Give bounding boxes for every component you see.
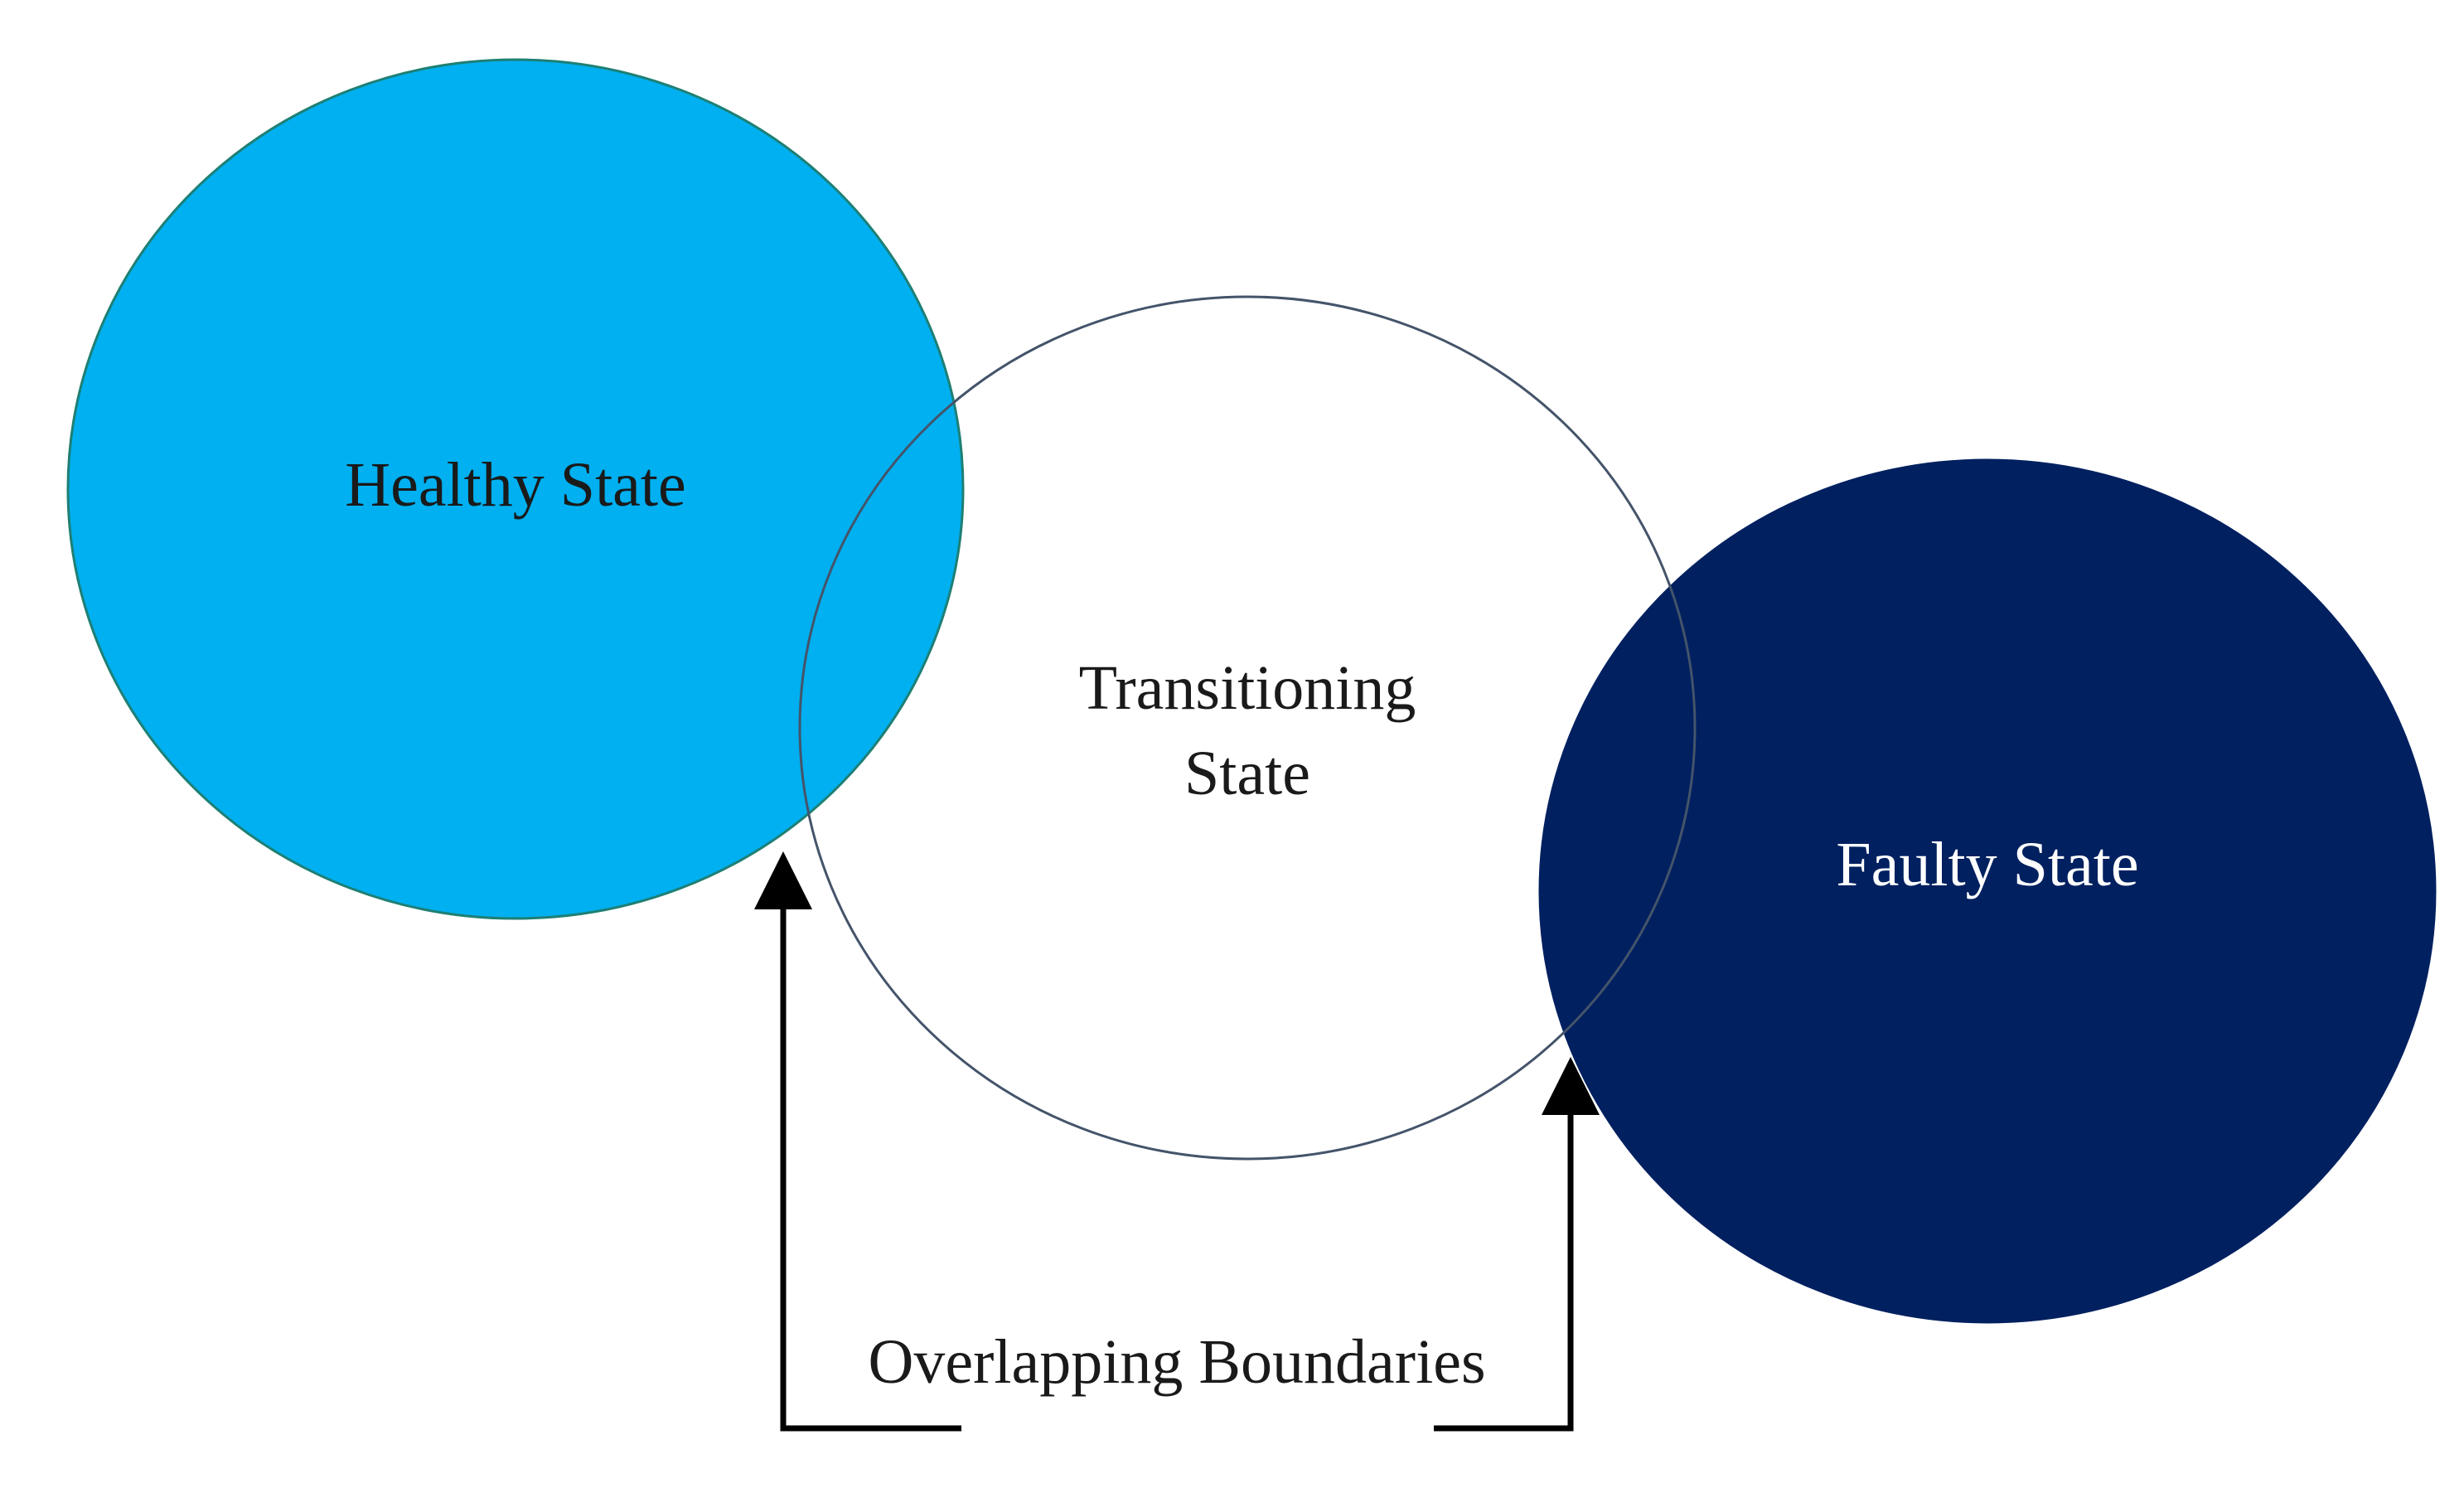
transitioning-state-circle (798, 295, 1697, 1161)
healthy-state-label: Healthy State (345, 450, 686, 520)
right-overlap-arrow (1434, 1057, 1600, 1432)
healthy-state-circle (66, 58, 965, 920)
overlapping-boundaries-label: Overlapping Boundaries (868, 1327, 1485, 1397)
overlap-annotation: Overlapping Boundaries (754, 851, 1600, 1432)
transitioning-state-label-line1: Transitioning (1079, 653, 1416, 723)
faulty-state-circle (1538, 458, 2437, 1324)
faulty-state-label: Faulty State (1836, 830, 2138, 899)
left-overlap-arrow (754, 851, 961, 1432)
transitioning-state-label-line2: State (1184, 739, 1310, 808)
